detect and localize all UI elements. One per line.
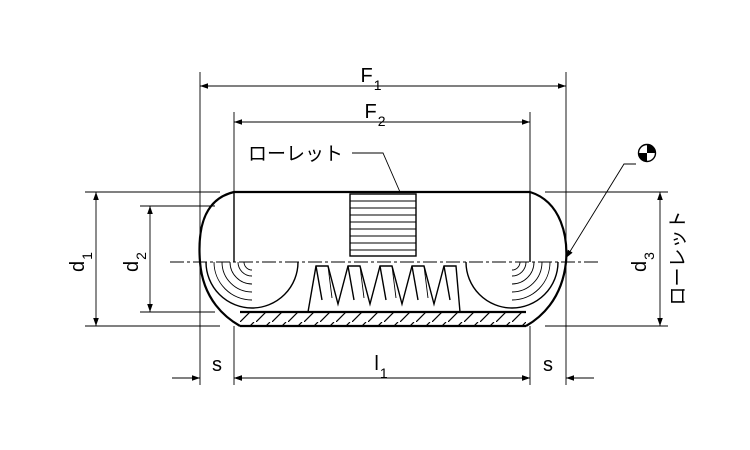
left-ball-section <box>205 261 299 309</box>
knurl-side-label: ローレット <box>667 210 689 305</box>
coil-spring <box>307 265 461 313</box>
d3-label: d3 <box>629 252 657 272</box>
d2-label: d2 <box>121 252 149 272</box>
knurled-band <box>349 193 417 257</box>
s-left-label: s <box>212 354 222 376</box>
right-ball-section <box>465 261 559 309</box>
f2-label: F2 <box>364 101 385 129</box>
knurl-top-label: ローレット <box>248 143 343 165</box>
dimension-lines <box>93 83 663 381</box>
f1-label: F1 <box>360 65 381 93</box>
extension-lines <box>85 72 668 385</box>
half-filled-circle-icon <box>637 143 657 163</box>
part-body <box>198 190 568 328</box>
d1-label: d1 <box>67 252 95 272</box>
l1-label: l1 <box>374 353 387 381</box>
s-right-label: s <box>543 354 553 376</box>
